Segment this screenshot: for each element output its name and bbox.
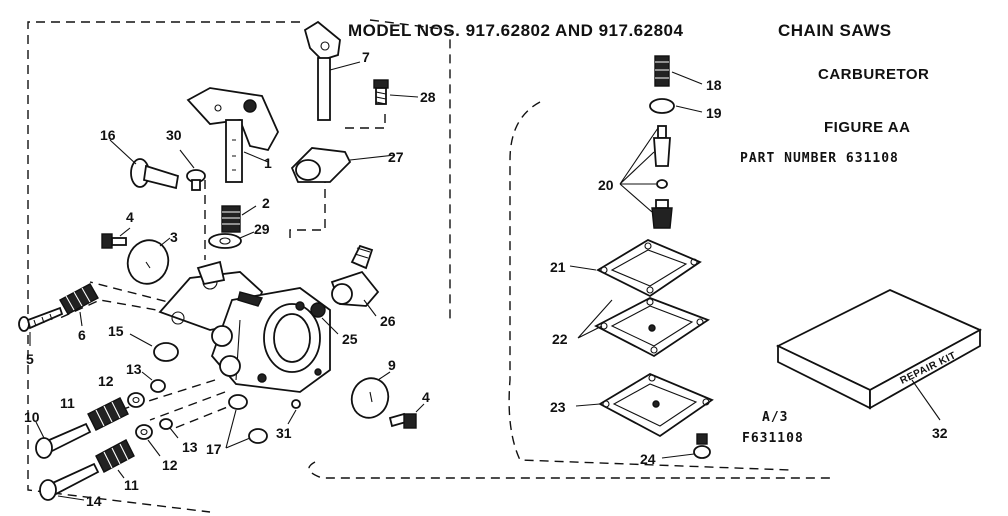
part-10-needle-upper — [35, 421, 92, 459]
part-22-diaphragm — [577, 297, 710, 358]
model-title: MODEL NOS. 917.62802 AND 917.62804 — [348, 21, 683, 40]
part-number-label: PART NUMBER 631108 — [740, 151, 899, 166]
carburetor-body — [158, 260, 331, 393]
part-17-plugs — [225, 394, 268, 449]
callout-31: 31 — [276, 425, 292, 441]
callout-9: 9 — [388, 357, 396, 373]
callout-13-lower: 13 — [182, 439, 198, 455]
part-13-oring-lower — [159, 418, 179, 439]
part-25-screen — [310, 302, 339, 335]
part-21-gasket — [569, 238, 702, 298]
part-7-choke-shaft — [303, 20, 361, 121]
callout-26: 26 — [380, 313, 396, 329]
part-12-washer-upper — [127, 392, 145, 408]
callout-19: 19 — [706, 105, 722, 121]
part-26-fuel-fitting — [330, 244, 380, 317]
part-24-screw — [661, 433, 711, 459]
callout-4-upper: 4 — [126, 209, 134, 225]
product-title: CHAIN SAWS — [778, 21, 892, 40]
callout-5: 5 — [26, 351, 34, 367]
callout-3: 3 — [170, 229, 178, 245]
part-20-needle-set — [619, 125, 673, 229]
part-4-screw-lower — [388, 403, 425, 429]
callout-11-lower: 11 — [124, 477, 139, 493]
part-11-spring-upper — [87, 397, 129, 431]
part-29-washer — [208, 231, 255, 249]
callout-14: 14 — [86, 493, 102, 509]
callout-30: 30 — [166, 127, 182, 143]
part-19-oring — [649, 98, 703, 114]
drawing-code-line1: A/3 — [762, 410, 788, 425]
callout-22: 22 — [552, 331, 568, 347]
part-14-needle-lower — [39, 462, 100, 501]
callout-27: 27 — [388, 149, 404, 165]
part-15-plug — [129, 333, 179, 362]
callout-29: 29 — [254, 221, 270, 237]
callout-21: 21 — [550, 259, 566, 275]
part-16-throttle-shutter — [109, 139, 180, 190]
callout-numbers: 1 2 3 4 4 5 6 7 9 10 11 11 12 12 13 13 1… — [24, 49, 948, 509]
part-12-washer-lower — [135, 424, 161, 457]
part-4-screw-upper — [101, 227, 131, 249]
part-27-choke-shutter — [290, 147, 396, 183]
figure-label: FIGURE AA — [824, 119, 910, 136]
callout-4-lower: 4 — [422, 389, 430, 405]
callout-25: 25 — [342, 331, 358, 347]
callout-24: 24 — [640, 451, 656, 467]
callout-12-lower: 12 — [162, 457, 178, 473]
part-13-oring-upper — [141, 371, 166, 393]
callout-17: 17 — [206, 441, 222, 457]
callout-18: 18 — [706, 77, 722, 93]
part-30-screw — [179, 149, 206, 191]
callout-6: 6 — [78, 327, 86, 343]
part-5-idle-screw — [18, 306, 64, 346]
part-32-repair-kit: REPAIR KIT — [775, 289, 983, 421]
part-28-screw — [373, 79, 419, 105]
callout-11-upper: 11 — [60, 395, 75, 411]
callout-16: 16 — [100, 127, 116, 143]
part-3-shutter-plate — [126, 237, 171, 285]
part-6-spring — [59, 283, 99, 327]
part-18-spring — [654, 55, 703, 87]
callout-23: 23 — [550, 399, 566, 415]
callout-7: 7 — [362, 49, 370, 65]
callout-1: 1 — [264, 155, 272, 171]
callout-2: 2 — [262, 195, 270, 211]
part-31-ball — [287, 399, 301, 425]
callout-15: 15 — [108, 323, 124, 339]
assembly-title: CARBURETOR — [818, 66, 929, 83]
part-23-cover — [575, 372, 714, 438]
callout-28: 28 — [420, 89, 436, 105]
part-11-spring-lower — [95, 439, 135, 479]
callout-10: 10 — [24, 409, 40, 425]
drawing-code-line2: F631108 — [742, 431, 804, 446]
part-1-throttle-shaft — [186, 87, 280, 183]
callout-32: 32 — [932, 425, 948, 441]
part-2-spring — [221, 205, 257, 233]
callout-13-upper: 13 — [126, 361, 142, 377]
callout-20: 20 — [598, 177, 614, 193]
part-9-plate — [350, 371, 391, 419]
callout-12-upper: 12 — [98, 373, 114, 389]
